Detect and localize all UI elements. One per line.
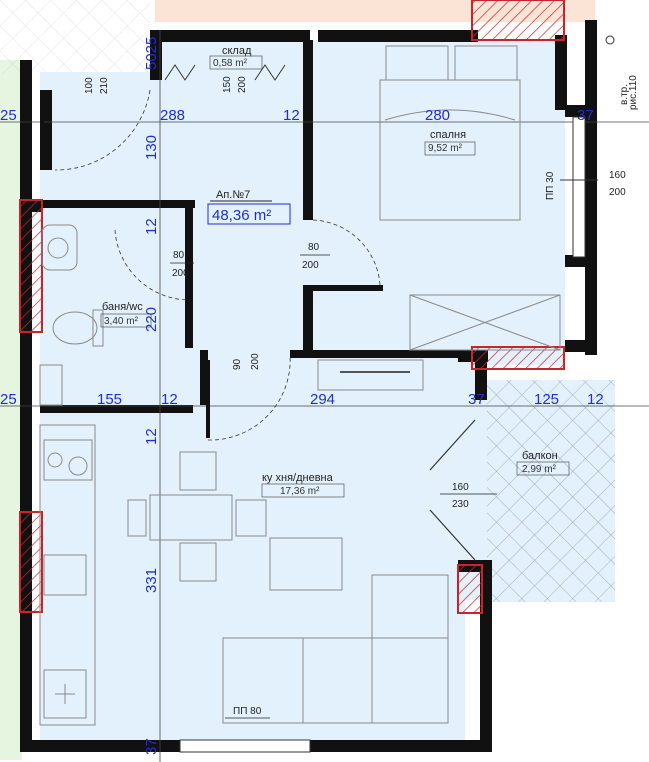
dim-37-top: 37 bbox=[577, 107, 594, 124]
dim-37-v: 37 bbox=[143, 738, 160, 755]
hall-door-height: 200 bbox=[250, 353, 261, 370]
tv-stand bbox=[317, 359, 424, 391]
coffee-table bbox=[269, 537, 343, 591]
bed-door-width: 80 bbox=[308, 242, 320, 253]
chair-top bbox=[179, 451, 217, 491]
column-left-upper bbox=[19, 199, 43, 333]
column-mid-right bbox=[471, 346, 565, 370]
dim-12-v2: 12 bbox=[143, 428, 160, 445]
kitchen-area: 17,36 m² bbox=[280, 486, 320, 497]
dim-37-mid: 37 bbox=[468, 391, 485, 408]
dim-25-top: 25 bbox=[0, 107, 17, 124]
vent-icon bbox=[605, 35, 615, 45]
dim-125: 125 bbox=[534, 391, 559, 408]
wardrobe bbox=[409, 294, 561, 351]
fridge bbox=[43, 669, 87, 719]
dim-12-right: 12 bbox=[587, 391, 604, 408]
hall-door-width: 90 bbox=[232, 358, 243, 370]
storage-door-width: 150 bbox=[222, 76, 233, 93]
apartment-area-box bbox=[207, 203, 291, 225]
dim-12-top: 12 bbox=[283, 107, 300, 124]
toilet bbox=[52, 311, 98, 345]
dim-130: 130 bbox=[143, 135, 160, 160]
bed-window-height: 200 bbox=[609, 187, 626, 198]
door-swings bbox=[54, 89, 381, 441]
dimension-lines bbox=[0, 30, 649, 762]
sill-living: ПП 80 bbox=[233, 706, 262, 717]
vent-label: в.тр. bbox=[619, 84, 630, 105]
bedroom-area: 9,52 m² bbox=[428, 143, 463, 154]
entry-door-height: 210 bbox=[99, 77, 110, 94]
column-top-right bbox=[471, 0, 565, 41]
balcony-door bbox=[429, 419, 476, 561]
toilet-tank bbox=[92, 309, 104, 347]
bath-door-width: 80 bbox=[173, 250, 185, 261]
oven bbox=[43, 554, 87, 596]
bed bbox=[379, 45, 521, 221]
bedroom-name: спалня bbox=[430, 129, 466, 141]
vent-size: рис.110 bbox=[628, 75, 639, 110]
dim-12-mid: 12 bbox=[161, 391, 178, 408]
apartment-title: Ап.№7 bbox=[216, 189, 250, 201]
apartment-area: 48,36 m² bbox=[212, 207, 271, 224]
chair-right bbox=[235, 499, 267, 537]
sill-bedroom: ПП 30 bbox=[545, 171, 556, 200]
dim-331: 331 bbox=[143, 568, 160, 593]
dim-12-v1: 12 bbox=[143, 218, 160, 235]
dim-5025: 5025 bbox=[143, 37, 160, 70]
sink bbox=[41, 224, 78, 271]
chair-bottom bbox=[179, 542, 217, 582]
bath-door-height: 200 bbox=[172, 268, 189, 279]
washer bbox=[39, 364, 63, 406]
dim-288: 288 bbox=[160, 107, 185, 124]
dim-155: 155 bbox=[97, 391, 122, 408]
storage-area: 0,58 m² bbox=[213, 58, 248, 69]
bed-window bbox=[572, 116, 586, 258]
neighbor-left-area bbox=[0, 60, 22, 760]
entry-door bbox=[40, 90, 44, 170]
sink-basin bbox=[47, 237, 69, 259]
bed-window-width: 160 bbox=[609, 170, 626, 181]
bed-door-height: 200 bbox=[302, 260, 319, 271]
column-balcony bbox=[457, 564, 483, 614]
storage-doors bbox=[164, 64, 286, 81]
dim-220: 220 bbox=[143, 307, 160, 332]
living-window bbox=[179, 739, 311, 753]
balcony-tiles bbox=[487, 380, 615, 602]
dining-table bbox=[149, 494, 233, 541]
storage-door-height: 200 bbox=[237, 76, 248, 93]
hall-door-leaf bbox=[206, 360, 210, 438]
balcony-door-height: 230 bbox=[452, 499, 469, 510]
bathroom-area: 3,40 m² bbox=[104, 316, 139, 327]
balcony-name: балкон bbox=[522, 450, 558, 462]
bathroom-name: баня/wc bbox=[102, 301, 143, 313]
partitions bbox=[40, 40, 470, 413]
dim-280: 280 bbox=[425, 107, 450, 124]
chair-left bbox=[127, 499, 147, 537]
storage-name: склад bbox=[222, 45, 252, 57]
balcony-area: 2,99 m² bbox=[522, 464, 557, 475]
kitchen-name: ку хня/дневна bbox=[262, 472, 334, 484]
balcony-door-width: 160 bbox=[452, 482, 469, 493]
apartment-floor bbox=[40, 40, 565, 750]
kitchen-counter bbox=[39, 424, 96, 726]
stove bbox=[43, 439, 93, 481]
entry-door-width: 100 bbox=[84, 77, 95, 94]
dim-25-mid: 25 bbox=[0, 391, 17, 408]
column-left-lower bbox=[19, 511, 43, 613]
dim-294: 294 bbox=[310, 391, 335, 408]
